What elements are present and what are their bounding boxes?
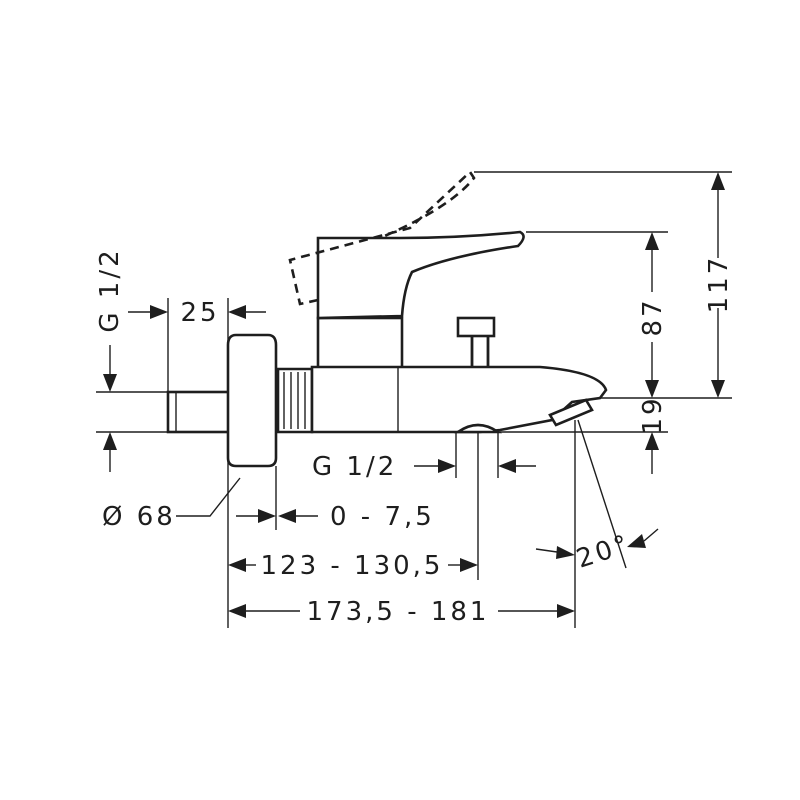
lever-handle [316,230,525,320]
dimension-labels: G 1/2 25 Ø 68 0 - 7,5 G 1/2 123 - 130,5 … [95,247,734,627]
dim-adjustment: 0 - 7,5 [330,502,435,532]
threaded-nut [276,367,314,434]
dim-flange-diameter: Ø 68 [102,502,176,532]
dim-wall-offset: 25 [180,298,219,328]
dim-height-spout: 19 [638,395,668,434]
dim-thread-outlet: G 1/2 [312,452,397,482]
lever-raised-position [288,170,476,306]
wall-flange [226,333,278,468]
cartridge-housing [316,316,404,372]
extension-lines [96,171,732,628]
dim-thread-left: G 1/2 [95,247,125,332]
wall-connector [166,390,232,434]
spout-tip [548,398,594,427]
diverter-knob [456,316,496,367]
dim-length-outlet: 123 - 130,5 [261,551,444,581]
dim-height-lever: 87 [638,297,668,336]
dim-length-spout: 173,5 - 181 [307,597,490,627]
mixer-outline [166,170,608,468]
dim-height-total: 117 [704,255,734,314]
dimension-lines [103,172,725,618]
mixer-body [310,365,608,434]
